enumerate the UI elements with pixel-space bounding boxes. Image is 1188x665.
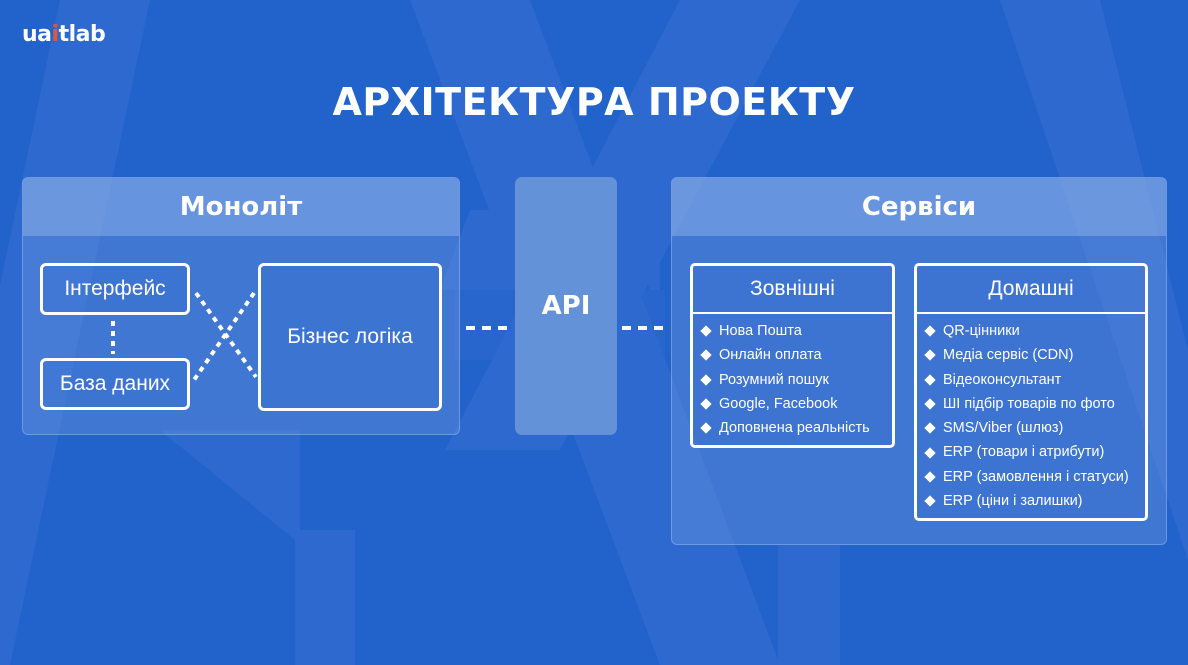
list-item: QR-цінники	[924, 319, 1145, 343]
diamond-bullet-icon	[700, 349, 712, 362]
list-item: Онлайн оплата	[700, 343, 892, 367]
list-item: SMS/Viber (шлюз)	[924, 416, 1145, 440]
business-logic-box: Бізнес логіка	[258, 263, 442, 411]
list-item: Нова Пошта	[700, 319, 892, 343]
external-services-box: Зовнішні Нова Пошта Онлайн оплата Розумн…	[690, 263, 895, 448]
database-box: База даних	[40, 358, 190, 410]
services-header: Сервіси	[672, 178, 1166, 236]
list-item: Google, Facebook	[700, 392, 892, 416]
diamond-bullet-icon	[924, 349, 936, 362]
monolith-api-connector	[466, 326, 510, 330]
business-logic-label: Бізнес логіка	[287, 325, 413, 348]
page-title: АРХІТЕКТУРА ПРОЕКТУ	[332, 80, 856, 124]
diamond-bullet-icon	[700, 374, 712, 386]
diamond-bullet-icon	[924, 374, 936, 386]
list-item: Розумний пошук	[700, 368, 892, 392]
diamond-bullet-icon	[700, 398, 712, 410]
diamond-bullet-icon	[924, 471, 936, 483]
internal-services-box: Домашні QR-цінники Медіа сервіс (CDN) Ві…	[914, 263, 1148, 521]
interface-box: Інтерфейс	[40, 263, 190, 315]
internal-services-header: Домашні	[917, 266, 1145, 314]
api-label: API	[541, 291, 591, 321]
diamond-bullet-icon	[924, 495, 936, 507]
api-panel: API	[515, 177, 617, 435]
diamond-bullet-icon	[700, 422, 712, 434]
internal-services-list: QR-цінники Медіа сервіс (CDN) Відеоконсу…	[917, 314, 1145, 513]
uaitlab-logo: uaitlab	[22, 22, 106, 47]
monolith-header: Моноліт	[23, 178, 459, 236]
diamond-bullet-icon	[924, 446, 936, 459]
list-item: ERP (товари і атрибути)	[924, 440, 1145, 464]
list-item: ERP (замовлення і статуси)	[924, 465, 1145, 489]
list-item: ШІ підбір товарів по фото	[924, 392, 1145, 416]
interface-label: Інтерфейс	[64, 277, 166, 300]
api-services-connector	[622, 326, 666, 330]
diamond-bullet-icon	[700, 325, 712, 337]
logo-text-post: tlab	[58, 22, 106, 47]
database-label: База даних	[59, 372, 171, 395]
services-panel: Сервіси	[671, 177, 1167, 545]
list-item: ERP (ціни і залишки)	[924, 489, 1145, 513]
monolith-panel: Моноліт	[22, 177, 460, 435]
diamond-bullet-icon	[924, 325, 936, 337]
diamond-bullet-icon	[924, 398, 936, 410]
diamond-bullet-icon	[924, 422, 936, 434]
logo-text-pre: ua	[22, 22, 52, 47]
list-item: Відеоконсультант	[924, 368, 1145, 392]
logo-text-accent: i	[51, 22, 60, 47]
list-item: Медіа сервіс (CDN)	[924, 343, 1145, 367]
external-services-list: Нова Пошта Онлайн оплата Розумний пошук …	[693, 314, 892, 440]
list-item: Доповнена реальність	[700, 416, 892, 440]
external-services-header: Зовнішні	[693, 266, 892, 314]
